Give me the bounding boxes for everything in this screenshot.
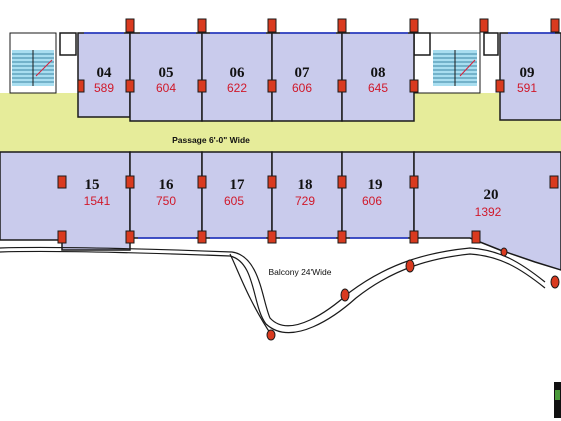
- shop-09-number: 09: [520, 65, 535, 81]
- shop-04-number: 04: [97, 65, 113, 81]
- shop-16-area: 750: [156, 194, 176, 208]
- shop-17-number: 17: [230, 177, 246, 193]
- shop-19-number: 19: [368, 177, 383, 193]
- top-shop-labels: 04 589 05 604 06 622 07 606 08 645 09 59…: [94, 65, 537, 95]
- stairwell-right: [413, 32, 499, 94]
- shop-19-area: 606: [362, 194, 382, 208]
- shop-16-number: 16: [159, 177, 175, 193]
- shop-17-area: 605: [224, 194, 244, 208]
- shop-08-number: 08: [371, 65, 386, 81]
- shop-15-area: 1541: [84, 194, 111, 208]
- structural-columns: [57, 18, 560, 244]
- shop-15-number: 15: [85, 177, 100, 193]
- shop-18-area: 729: [295, 194, 315, 208]
- shop-17-room: [201, 151, 273, 239]
- shop-09-room: [499, 32, 561, 121]
- shop-07-room: [271, 32, 343, 122]
- shop-07-number: 07: [295, 65, 311, 81]
- shop-05-number: 05: [159, 65, 174, 81]
- shop-06-room: [201, 32, 273, 122]
- shop-04-room: [77, 32, 131, 118]
- shop-18-number: 18: [298, 177, 313, 193]
- bottom-shop-labels: 15 1541 16 750 17 605 18 729 19 606 20 1…: [84, 177, 502, 219]
- shop-04-area: 589: [94, 81, 114, 95]
- shop-06-number: 06: [230, 65, 246, 81]
- shop-06-area: 622: [227, 81, 247, 95]
- shop-18-room: [271, 151, 343, 239]
- shop-05-room: [129, 32, 203, 122]
- balcony-label: Balcony 24'Wide: [268, 267, 331, 277]
- shop-05-area: 604: [156, 81, 176, 95]
- shop-20-area: 1392: [475, 205, 502, 219]
- shop-20-room: [413, 151, 561, 271]
- balcony-outline: [0, 246, 546, 337]
- passage-label: Passage 6'-0" Wide: [172, 135, 250, 145]
- shop-09-area: 591: [517, 81, 537, 95]
- shop-07-area: 606: [292, 81, 312, 95]
- top-shop-row: [77, 32, 561, 122]
- stairwell-left: [9, 32, 77, 94]
- balcony-columns: [266, 247, 560, 341]
- shop-20-number: 20: [484, 187, 499, 203]
- bottom-shop-row: [0, 151, 561, 271]
- shop-08-area: 645: [368, 81, 388, 95]
